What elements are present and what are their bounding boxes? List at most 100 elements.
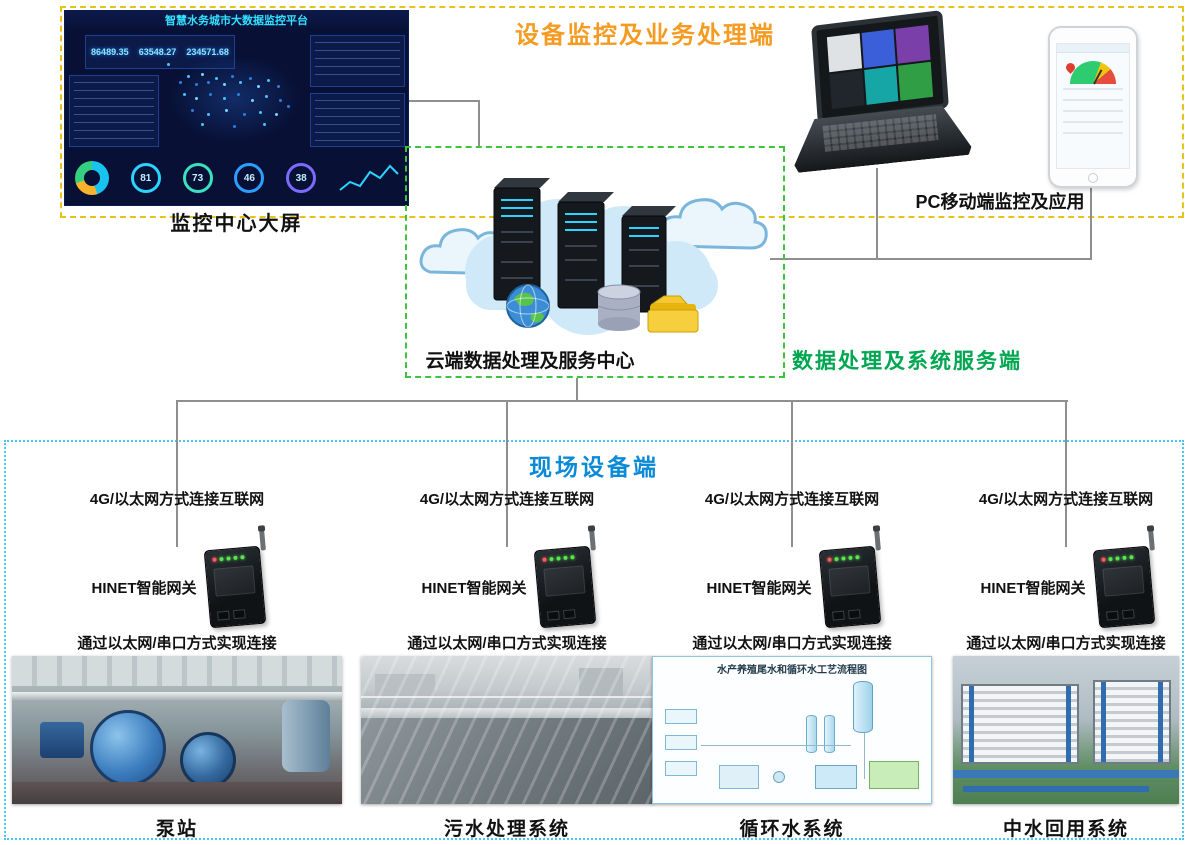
gateway-device [203,530,266,629]
site-photo-flow-diagram: 水产养殖尾水和循环水工艺流程图 [652,656,932,804]
serial-connection-label: 通过以太网/串口方式实现连接 [692,635,892,652]
gateway-row: HINET智能网关 [12,530,342,630]
photo-building [579,668,623,696]
field-section-border [4,440,1184,840]
photo-floor [12,782,342,804]
stat-value: 86489.35 [91,47,129,57]
server-tower-1 [493,178,550,301]
gateway-led-lights [211,555,245,562]
site-photo-sewage [361,656,653,804]
serial-connection-label: 通过以太网/串口方式实现连接 [77,635,277,652]
gateway-row: HINET智能网关 [352,530,662,630]
phone-illustration [1048,26,1138,188]
diagram-process-box [665,735,697,750]
phone-home-button [1088,173,1098,183]
gauge: 46 [234,163,265,193]
internet-connection-label: 4G/以太网方式连接互联网 [419,491,595,508]
diagram-pump [773,771,785,783]
gateway-led-lights [541,555,575,562]
basin-edge [361,708,653,718]
membrane-rack [1093,680,1171,764]
connector-drop-4 [1065,400,1067,547]
diagram-tower-tank [853,681,873,733]
service-side-label: 数据处理及系统服务端 [792,350,1022,373]
pc-mobile-caption: PC移动端监控及应用 [915,192,1085,212]
field-column-circulating: 4G/以太网方式连接互联网 HINET智能网关 通过以太网/串口方式实现连接 水… [647,490,937,840]
flow-diagram-title: 水产养殖尾水和循环水工艺流程图 [717,665,867,676]
gateway-antenna-icon [1147,530,1155,551]
connector-dashboard-h [408,100,480,102]
gateway-label: HINET智能网关 [421,579,527,597]
donut-chart [75,161,109,195]
serial-connection-label: 通过以太网/串口方式实现连接 [407,635,607,652]
field-column-pump-station: 4G/以太网方式连接互联网 HINET智能网关 通过以太网/串口方式实现连接 泵… [12,490,342,840]
panel-rows [74,82,154,142]
stat-value: 63548.27 [138,47,177,57]
connector-cloud-right-h [770,258,1092,260]
connector-phone-v [1090,188,1092,260]
diagram-filter-column [824,715,835,753]
dashboard-caption: 监控中心大屏 [170,213,303,235]
diagram-flow-line [701,745,851,746]
gateway-antenna-icon [588,530,596,551]
gateway-row: HINET智能网关 [647,530,937,630]
gateway-device [533,530,596,629]
dashboard-right-panel [310,35,405,87]
connector-cloud-down-v [576,378,578,402]
gateway-label: HINET智能网关 [980,579,1086,597]
site-name: 泵站 [155,819,198,840]
gauge: 81 [130,163,161,193]
gateway-ports [546,609,576,621]
monitoring-section-title: 设备监控及业务处理端 [515,22,775,49]
gauge-value: 81 [140,172,152,184]
water-foam [361,656,653,804]
gateway-device [1092,530,1155,629]
internet-connection-label: 4G/以太网方式连接互联网 [704,491,880,508]
gauge: 73 [182,163,213,193]
site-name: 循环水系统 [739,819,845,840]
gateway-device [818,530,881,629]
trend-sparkline [339,164,399,191]
dashboard-bottom-row: 81 73 46 38 [69,153,406,203]
gateway-label: HINET智能网关 [706,579,812,597]
photo-pipe [953,770,1179,778]
diagram-water-tank [815,765,857,789]
gateway-led-lights [826,555,860,562]
dashboard-right-table [310,93,405,147]
folder-icon [647,295,699,333]
diagram-pond [869,761,919,789]
site-photo-pump-station [12,656,342,804]
field-section-title: 现场设备端 [529,454,659,480]
panel-rows [315,100,400,142]
dashboard-stats-panel: 86489.35 63548.27 234571.68 [85,35,235,69]
site-name: 中水回用系统 [1002,819,1129,840]
membrane-rack [961,684,1079,764]
diagram-process-box [665,761,697,776]
connector-bus-h [176,400,1068,402]
connector-drop-2 [506,400,508,547]
connector-dashboard-v [478,100,480,148]
pump-volute-large [90,710,166,786]
diagram-tank [719,765,759,789]
internet-connection-label: 4G/以太网方式连接互联网 [89,491,265,508]
world-map-dots [163,59,306,147]
serial-connection-label: 通过以太网/串口方式实现连接 [966,635,1166,652]
dashboard-title: 智慧水务城市大数据监控平台 [65,11,408,31]
gauge-value: 38 [295,172,307,184]
panel-rows [315,42,400,82]
photo-building [375,674,435,696]
pump-volute-small [180,732,236,788]
gateway-ports [1105,609,1135,621]
site-photo-membrane [953,656,1179,804]
cloud-shape-back-right [657,198,768,250]
gauge-value: 73 [192,172,204,184]
connector-drop-3 [791,400,793,547]
diagram-flow-line [864,733,865,779]
field-column-sewage: 4G/以太网方式连接互联网 HINET智能网关 通过以太网/串口方式实现连接 污… [352,490,662,840]
photo-pipe [12,692,342,702]
laptop-screen-content [826,24,934,110]
phone-screen [1056,43,1130,169]
cloud-section-border [405,146,785,378]
photo-ceiling [12,656,342,686]
